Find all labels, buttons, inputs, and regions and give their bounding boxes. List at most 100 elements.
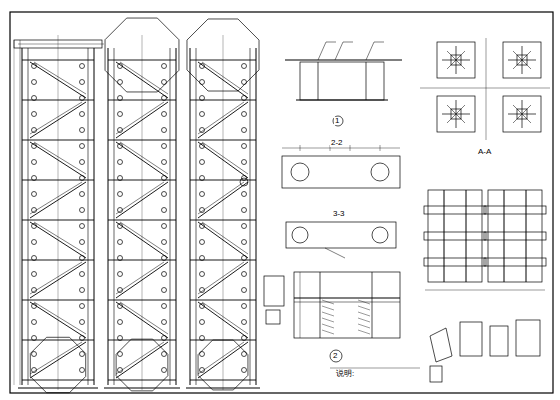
drawing-line — [108, 48, 109, 385]
drawing-line — [14, 40, 15, 385]
drawing-line — [513, 51, 531, 69]
bolt-hole — [32, 304, 37, 309]
drawing-line — [513, 105, 531, 123]
drawing-line — [513, 105, 531, 123]
drawing-line — [104, 388, 180, 389]
bolt-hole — [118, 256, 123, 261]
drawing-rect — [286, 222, 396, 248]
drawing-rect — [437, 96, 475, 132]
bolt-hole — [372, 227, 388, 243]
label-text: 1 — [334, 117, 340, 125]
bolt-hole — [32, 368, 37, 373]
drawing-rect — [451, 55, 461, 65]
bolt-hole — [240, 178, 248, 186]
bolt-hole — [118, 144, 123, 149]
bolt-hole — [200, 112, 205, 117]
bolt-hole — [118, 96, 123, 101]
bolt-hole — [242, 208, 247, 213]
drawing-line — [322, 318, 334, 322]
drawing-rect — [10, 12, 553, 393]
drawing-rect — [484, 206, 546, 214]
bolt-hole — [32, 352, 37, 357]
drawing-line — [318, 42, 326, 60]
platform-outline — [198, 340, 248, 390]
bolt-hole — [80, 352, 85, 357]
bolt-hole — [80, 320, 85, 325]
bolt-hole — [80, 128, 85, 133]
bolt-hole — [162, 304, 167, 309]
drawing-line — [296, 100, 388, 101]
drawing-line — [30, 262, 82, 294]
drawing-line — [322, 324, 334, 328]
bolt-hole — [32, 160, 37, 165]
drawing-line — [120, 62, 168, 94]
label-text: 2 — [332, 352, 338, 360]
bolt-hole — [118, 272, 123, 277]
drawing-line — [116, 102, 164, 134]
drawing-line — [176, 48, 177, 385]
bolt-hole — [80, 368, 85, 373]
drawing-rect — [428, 190, 482, 282]
bolt-hole — [118, 64, 123, 69]
bolt-hole — [242, 304, 247, 309]
drawing-line — [358, 330, 370, 334]
bolt-hole — [242, 320, 247, 325]
bolt-hole — [162, 192, 167, 197]
drawing-line — [198, 102, 244, 134]
bolt-hole — [162, 288, 167, 293]
bolt-hole — [292, 227, 308, 243]
bolt-hole — [162, 64, 167, 69]
bolt-hole — [32, 176, 37, 181]
drawing-line — [22, 48, 23, 385]
drawing-line — [282, 148, 400, 149]
drawing-line — [322, 312, 334, 316]
bolt-hole — [242, 64, 247, 69]
bolt-hole — [80, 304, 85, 309]
drawing-line — [34, 142, 86, 174]
drawing-line — [318, 62, 319, 100]
drawing-line — [322, 300, 334, 304]
bolt-hole — [80, 256, 85, 261]
bolt-hole — [32, 240, 37, 245]
drawing-line — [116, 262, 164, 294]
platform-outline — [116, 339, 168, 391]
drawing-line — [447, 51, 465, 69]
bolt-hole — [32, 320, 37, 325]
drawing-line — [358, 312, 370, 316]
bolt-hole — [200, 368, 205, 373]
bolt-hole — [118, 224, 123, 229]
drawing-line — [447, 51, 465, 69]
drawing-line — [285, 59, 402, 60]
drawing-rect — [451, 109, 461, 119]
drawing-line — [294, 297, 400, 298]
bolt-hole — [32, 256, 37, 261]
bolt-hole — [80, 64, 85, 69]
bolt-hole — [242, 240, 247, 245]
bolt-hole — [242, 336, 247, 341]
bolt-hole — [162, 112, 167, 117]
bolt-hole — [118, 304, 123, 309]
bolt-hole — [32, 336, 37, 341]
drawing-line — [30, 342, 82, 374]
bolt-hole — [80, 80, 85, 85]
drawing-line — [202, 142, 248, 174]
bolt-hole — [200, 336, 205, 341]
drawing-line — [34, 222, 86, 254]
drawing-line — [34, 62, 86, 94]
bolt-hole — [242, 272, 247, 277]
bolt-hole — [118, 320, 123, 325]
bolt-hole — [200, 96, 205, 101]
bolt-hole — [200, 304, 205, 309]
drawing-line — [320, 272, 321, 338]
bolt-hole — [242, 96, 247, 101]
bolt-hole — [32, 272, 37, 277]
bolt-hole — [200, 160, 205, 165]
bolt-hole — [80, 224, 85, 229]
drawing-rect — [424, 232, 486, 240]
drawing-line — [325, 248, 345, 258]
bolt-hole — [80, 288, 85, 293]
bolt-hole — [32, 208, 37, 213]
bolt-hole — [32, 144, 37, 149]
